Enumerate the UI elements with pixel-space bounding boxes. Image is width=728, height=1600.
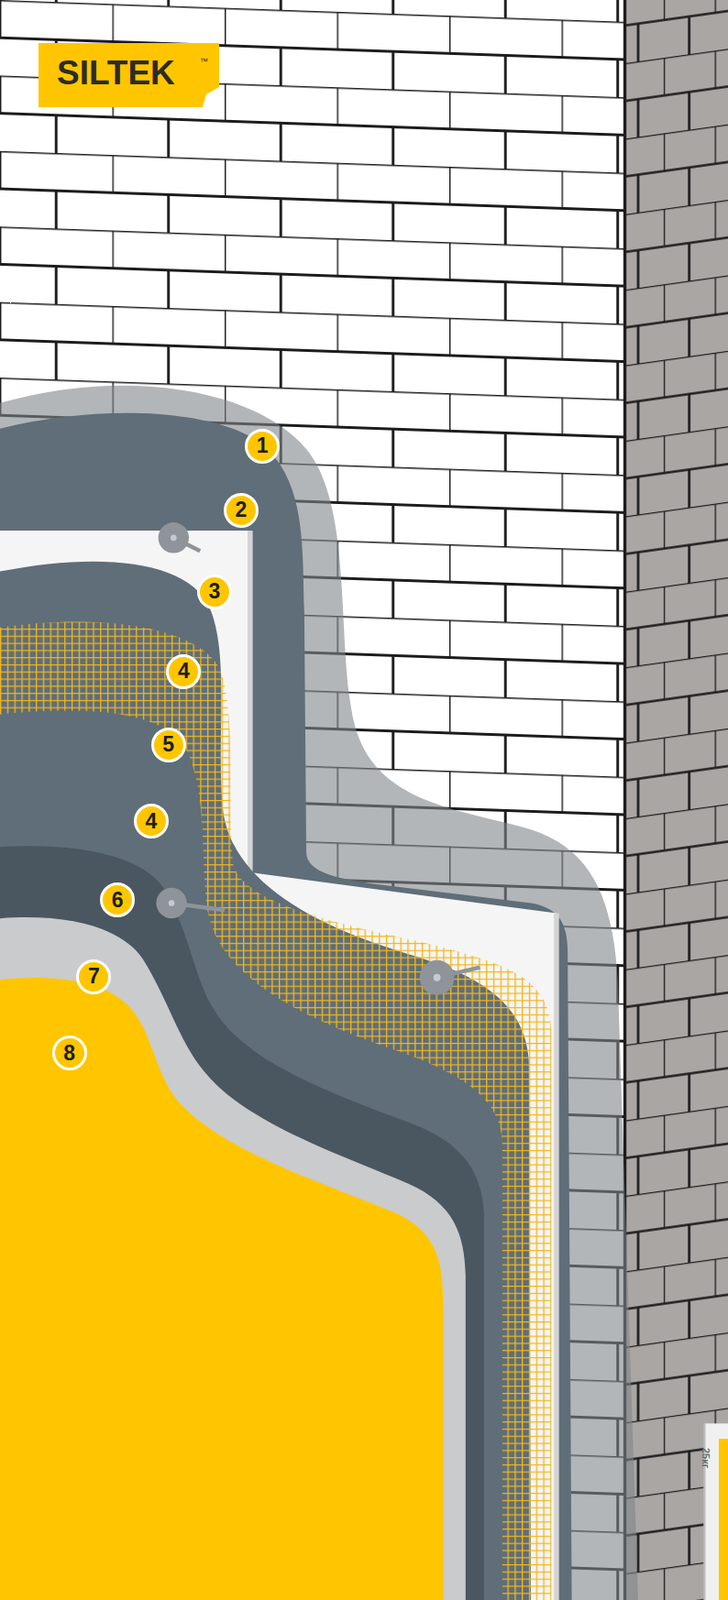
trademark-sign: ™: [199, 57, 209, 67]
base-coat: [0, 710, 503, 1600]
dowel: [419, 960, 481, 996]
primer-halo: [0, 386, 639, 1600]
brick-corner: [625, 0, 728, 1600]
callout-number: 4: [133, 804, 169, 839]
adhesive-layer: [0, 413, 573, 1600]
dowel-layer: [0, 846, 485, 1600]
callout-number: 5: [151, 728, 187, 763]
callout-number: 6: [99, 882, 135, 918]
callout-number: 3: [197, 574, 232, 610]
callout-number: 2: [223, 493, 259, 529]
bag-weight: 25кг: [700, 1448, 712, 1469]
reinforcing-mesh: [0, 621, 552, 1600]
brand-name: SILTEK: [56, 55, 176, 90]
callout-number: 7: [76, 959, 111, 995]
base-coat: [0, 562, 531, 1600]
dowel: [158, 522, 201, 553]
finish-plaster: [0, 978, 443, 1600]
callout-number: 1: [244, 429, 280, 464]
callout-number: 8: [52, 1036, 88, 1071]
logo-box: SILTEK ™: [38, 43, 220, 108]
insulation-board: [0, 530, 557, 1600]
callout-number: 4: [165, 654, 201, 690]
primer-layer: [0, 917, 466, 1600]
dowel: [155, 888, 225, 919]
